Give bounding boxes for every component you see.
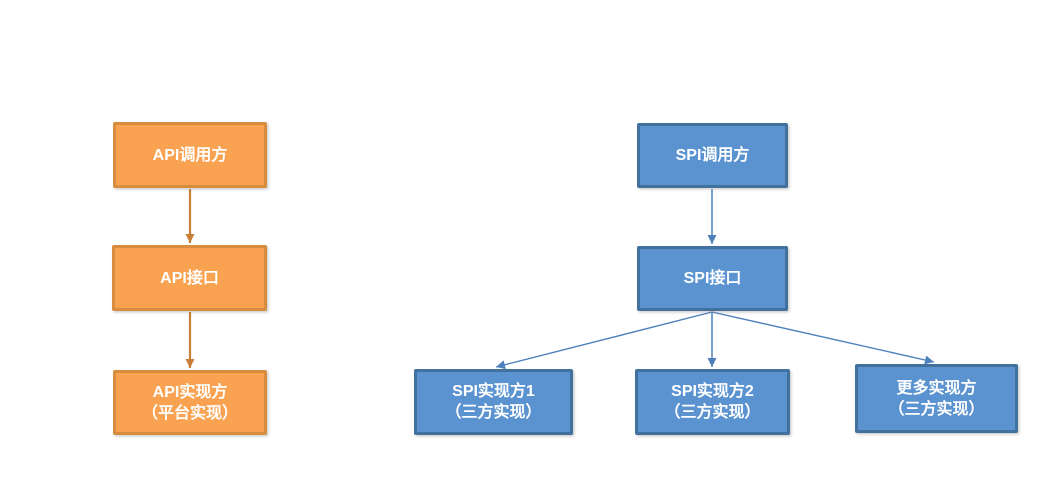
node-spi-impl1-label-line2: （三方实现） — [445, 404, 542, 421]
node-spi-impl2: SPI实现方2 （三方实现） — [635, 369, 790, 435]
node-spi-impl3: 更多实现方 （三方实现） — [855, 364, 1018, 433]
node-api-caller: API调用方 — [113, 122, 267, 188]
node-api-interface-label: API接口 — [160, 269, 219, 287]
node-spi-impl3-label-line1: 更多实现方 — [896, 379, 977, 397]
node-api-impl-label-line2: （平台实现） — [141, 404, 238, 422]
node-spi-interface-label: SPI接口 — [683, 270, 742, 287]
node-spi-impl1: SPI实现方1 （三方实现） — [414, 369, 573, 435]
node-spi-impl1-label-line1: SPI实现方1 — [452, 383, 535, 400]
node-spi-caller: SPI调用方 — [637, 123, 788, 188]
node-spi-impl3-label-line2: （三方实现） — [888, 400, 985, 418]
node-spi-impl2-label-line2: （三方实现） — [664, 404, 761, 421]
arrow-spi-interface-to-impl3 — [711, 311, 935, 365]
node-spi-caller-label: SPI调用方 — [675, 147, 750, 164]
node-api-impl-label-line1: API实现方 — [152, 383, 228, 401]
node-api-caller-label: API调用方 — [152, 146, 228, 164]
node-api-impl: API实现方 （平台实现） — [113, 370, 267, 435]
node-api-interface: API接口 — [112, 245, 267, 311]
node-spi-impl2-label-line1: SPI实现方2 — [671, 383, 754, 400]
arrow-spi-interface-to-impl1 — [495, 311, 713, 370]
node-spi-interface: SPI接口 — [637, 246, 788, 311]
